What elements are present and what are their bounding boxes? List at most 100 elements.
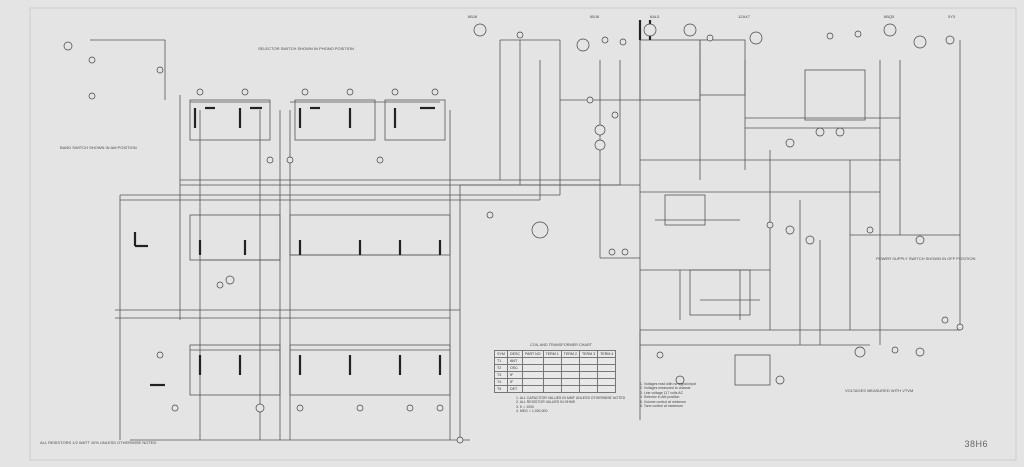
tube-block <box>699 39 746 96</box>
table-cell: DET <box>507 385 523 393</box>
output-transformer-box <box>689 269 751 316</box>
terminal <box>683 23 697 37</box>
terminal <box>621 248 629 256</box>
power-switch-note: POWER SUPPLY SWITCH SHOWN IN OFF POSITIO… <box>876 256 976 261</box>
note-line: 5. Volume control at minimum <box>640 399 687 404</box>
terminal <box>854 346 866 358</box>
terminal <box>156 66 164 74</box>
terminal <box>915 347 925 357</box>
table-cell: IF <box>507 378 523 386</box>
terminal <box>826 32 834 40</box>
terminal <box>594 139 606 151</box>
note-line: 4. Selector in AM position <box>640 395 680 400</box>
table-cell <box>578 371 599 379</box>
column-header: SYM <box>494 350 508 358</box>
terminal <box>775 375 785 385</box>
table-cell <box>560 378 580 386</box>
table-cell <box>542 385 562 393</box>
terminal <box>656 351 664 359</box>
terminal <box>486 211 494 219</box>
table-row: T3 IF <box>494 371 617 379</box>
terminal <box>436 404 444 412</box>
terminal <box>866 226 874 234</box>
terminal <box>945 35 955 45</box>
band-switch-section <box>189 214 281 261</box>
terminal <box>196 88 204 96</box>
terminal <box>815 127 825 137</box>
tube-block <box>639 39 701 101</box>
band-switch-section <box>189 344 281 396</box>
table-row: T5 DET <box>494 385 617 393</box>
terminal <box>941 316 949 324</box>
table-cell <box>560 371 580 379</box>
terminal <box>805 235 815 245</box>
table-cell <box>560 364 580 372</box>
terminal <box>611 111 619 119</box>
coil-chart-table: SYM DESC PART NO TERM 1 TERM 2 TERM 3 TE… <box>494 350 617 393</box>
terminal <box>376 156 384 164</box>
terminal <box>586 96 594 104</box>
terminal <box>406 404 414 412</box>
terminal <box>576 38 590 52</box>
page-number: 38H6 <box>964 439 988 449</box>
band-switch-section <box>384 99 446 141</box>
table-cell: T3 <box>494 371 508 379</box>
column-header: DESC <box>507 350 523 358</box>
terminal <box>473 23 487 37</box>
note-line: 4. MEG = 1,000,000 <box>516 409 548 414</box>
note-line: 1. ALL CAPACITOR VALUES IN MMF UNLESS OT… <box>516 396 626 400</box>
column-header: PART NO <box>522 350 544 358</box>
terminal <box>156 351 164 359</box>
terminal <box>456 436 464 444</box>
note-line: 1. Voltages read with no signal input <box>640 382 697 386</box>
table-cell: T2 <box>494 364 508 372</box>
voltage-note: VOLTAGES MEASURED WITH VTVM <box>845 388 914 393</box>
table-header-row: SYM DESC PART NO TERM 1 TERM 2 TERM 3 TE… <box>494 350 617 358</box>
table-cell <box>560 385 580 393</box>
band-switch-section <box>294 99 376 141</box>
table-cell <box>522 364 544 372</box>
terminal <box>619 38 627 46</box>
table-cell <box>578 378 599 386</box>
table-cell: OSC <box>507 364 523 372</box>
table-cell <box>522 371 544 379</box>
terminal <box>286 156 294 164</box>
tube-label: 5Y3 <box>948 14 956 19</box>
terminal <box>171 404 179 412</box>
terminal <box>785 138 795 148</box>
speaker-box <box>734 354 771 386</box>
tube-label: 12AX7 <box>738 14 751 19</box>
right-notes: 1. Voltages read with no signal input 2.… <box>640 382 696 408</box>
terminal <box>346 88 354 96</box>
terminal <box>675 375 685 385</box>
table-cell <box>522 378 544 386</box>
terminal <box>915 235 925 245</box>
table-cell: T1 <box>494 357 508 365</box>
table-cell <box>522 385 544 393</box>
terminal <box>63 41 73 51</box>
column-header: TERM 2 <box>560 350 580 358</box>
tube-label: 6BJ6 <box>590 14 600 19</box>
terminal <box>391 88 399 96</box>
terminal <box>216 281 224 289</box>
tube-label: 6BJ6 <box>468 14 478 19</box>
terminal <box>643 23 657 37</box>
terminal <box>608 248 616 256</box>
table-cell <box>597 378 617 386</box>
table-cell <box>578 364 599 372</box>
table-cell <box>597 371 617 379</box>
terminal <box>266 156 274 164</box>
terminal <box>594 124 606 136</box>
terminal <box>531 221 549 239</box>
table-cell <box>597 357 617 365</box>
table-row: T1 ANT <box>494 357 617 365</box>
transformer-box <box>664 194 706 226</box>
terminal <box>749 31 763 45</box>
terminal <box>891 346 899 354</box>
terminal <box>883 23 897 37</box>
terminal <box>913 35 927 49</box>
terminal <box>601 36 609 44</box>
tube-label: 6AL5 <box>650 14 660 19</box>
table-cell <box>578 385 599 393</box>
